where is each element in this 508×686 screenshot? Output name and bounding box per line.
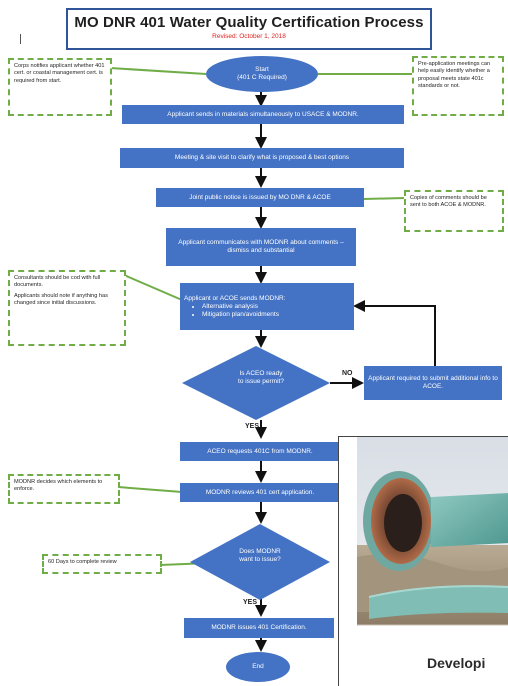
- note-sixty-days: 60 Days to complete review: [42, 554, 162, 574]
- decision-ready-line2: to issue permit?: [238, 378, 284, 385]
- note-copies-text: Copies of comments should be sent to bot…: [410, 195, 487, 209]
- decision-ready-line1: Is ACEO ready: [239, 370, 283, 377]
- decision-ready-text: Is ACEO ready to issue permit?: [212, 370, 310, 386]
- step-sends-heading: Applicant or ACOE sends MODNR:: [184, 294, 286, 302]
- note-days-text: 60 Days to complete review: [48, 559, 117, 565]
- pipeline-photo: [339, 437, 508, 642]
- edge-label-no: NO: [342, 370, 353, 377]
- step-sends-modnr: Applicant or ACOE sends MODNR: Alternati…: [180, 283, 354, 330]
- step-communicate: Applicant communicates with MODNR about …: [166, 228, 356, 266]
- decision-issue-diamond: [190, 524, 330, 600]
- step-submit-text: Applicant sends in materials simultaneou…: [167, 110, 359, 118]
- note-decides-text: MODNR decides which elements to enforce.: [14, 479, 103, 493]
- step-submit-materials: Applicant sends in materials simultaneou…: [122, 105, 404, 124]
- step-issues-certification: MODNR issues 401 Certification.: [184, 618, 334, 638]
- title-box: MO DNR 401 Water Quality Certification P…: [66, 8, 432, 50]
- note-consultants: Consultants should be cod with full docu…: [8, 270, 126, 346]
- decision-issue-line2: want to issue?: [239, 556, 281, 563]
- note-modnr-decides: MODNR decides which elements to enforce.: [8, 474, 120, 504]
- step-reviews-text: MODNR reviews 401 cert application.: [205, 488, 315, 496]
- revised-date: Revised: October 1, 2018: [212, 33, 286, 40]
- note-preapp-text: Pre-application meetings can help easily…: [418, 61, 491, 90]
- step-requests-text: ACEO requests 401C from MODNR.: [207, 447, 313, 455]
- page-title: MO DNR 401 Water Quality Certification P…: [74, 14, 424, 31]
- note-copies-comments: Copies of comments should be sent to bot…: [404, 190, 504, 232]
- start-node: Start (401 C Required): [206, 56, 318, 92]
- start-label: Start: [255, 66, 269, 73]
- note-pre-application: Pre-application meetings can help easily…: [412, 56, 504, 116]
- step-meeting: Meeting & site visit to clarify what is …: [120, 148, 404, 168]
- flow-arrows: [255, 92, 436, 652]
- end-label: End: [252, 663, 264, 670]
- step-sends-list: Alternative analysis Mitigation plan/avo…: [184, 303, 279, 319]
- pipeline-photo-panel: Developi: [338, 436, 508, 686]
- edge-label-yes-2: YES: [243, 599, 258, 606]
- step-communicate-text: Applicant communicates with MODNR about …: [178, 239, 344, 254]
- step-reviews-application: MODNR reviews 401 cert application.: [180, 483, 340, 502]
- note-corps-text: Corps notifies applicant whether 401 cer…: [14, 63, 105, 84]
- photo-caption: Developi: [427, 655, 486, 671]
- step-requests-401c: ACEO requests 401C from MODNR.: [180, 442, 340, 461]
- step-additional-info: Applicant required to submit additional …: [364, 366, 502, 400]
- decision-issue-text: Does MODNR want to issue?: [215, 548, 305, 564]
- step-issues-text: MODNR issues 401 Certification.: [211, 624, 307, 631]
- step-notice-text: Joint public notice is issued by MO DNR …: [189, 193, 331, 201]
- note-consultants-line2: Applicants should note if anything has c…: [14, 292, 108, 307]
- text-cursor: [20, 34, 21, 44]
- step-meeting-text: Meeting & site visit to clarify what is …: [174, 154, 350, 161]
- end-node: End: [226, 652, 290, 682]
- note-corps-notifies: Corps notifies applicant whether 401 cer…: [8, 58, 112, 116]
- step-sends-bullet: Alternative analysis: [202, 303, 279, 311]
- decision-issue-line1: Does MODNR: [239, 548, 281, 555]
- edge-label-yes: YES: [245, 423, 260, 430]
- decision-ready-diamond: [182, 346, 330, 420]
- note-connectors: [109, 67, 412, 566]
- note-consultants-line1: Consultants should be cod with full docu…: [14, 275, 101, 289]
- step-public-notice: Joint public notice is issued by MO DNR …: [156, 188, 364, 207]
- step-additional-text: Applicant required to submit additional …: [368, 375, 498, 390]
- start-sublabel: (401 C Required): [237, 74, 287, 81]
- step-sends-bullet: Mitigation plan/avoidments: [202, 311, 279, 319]
